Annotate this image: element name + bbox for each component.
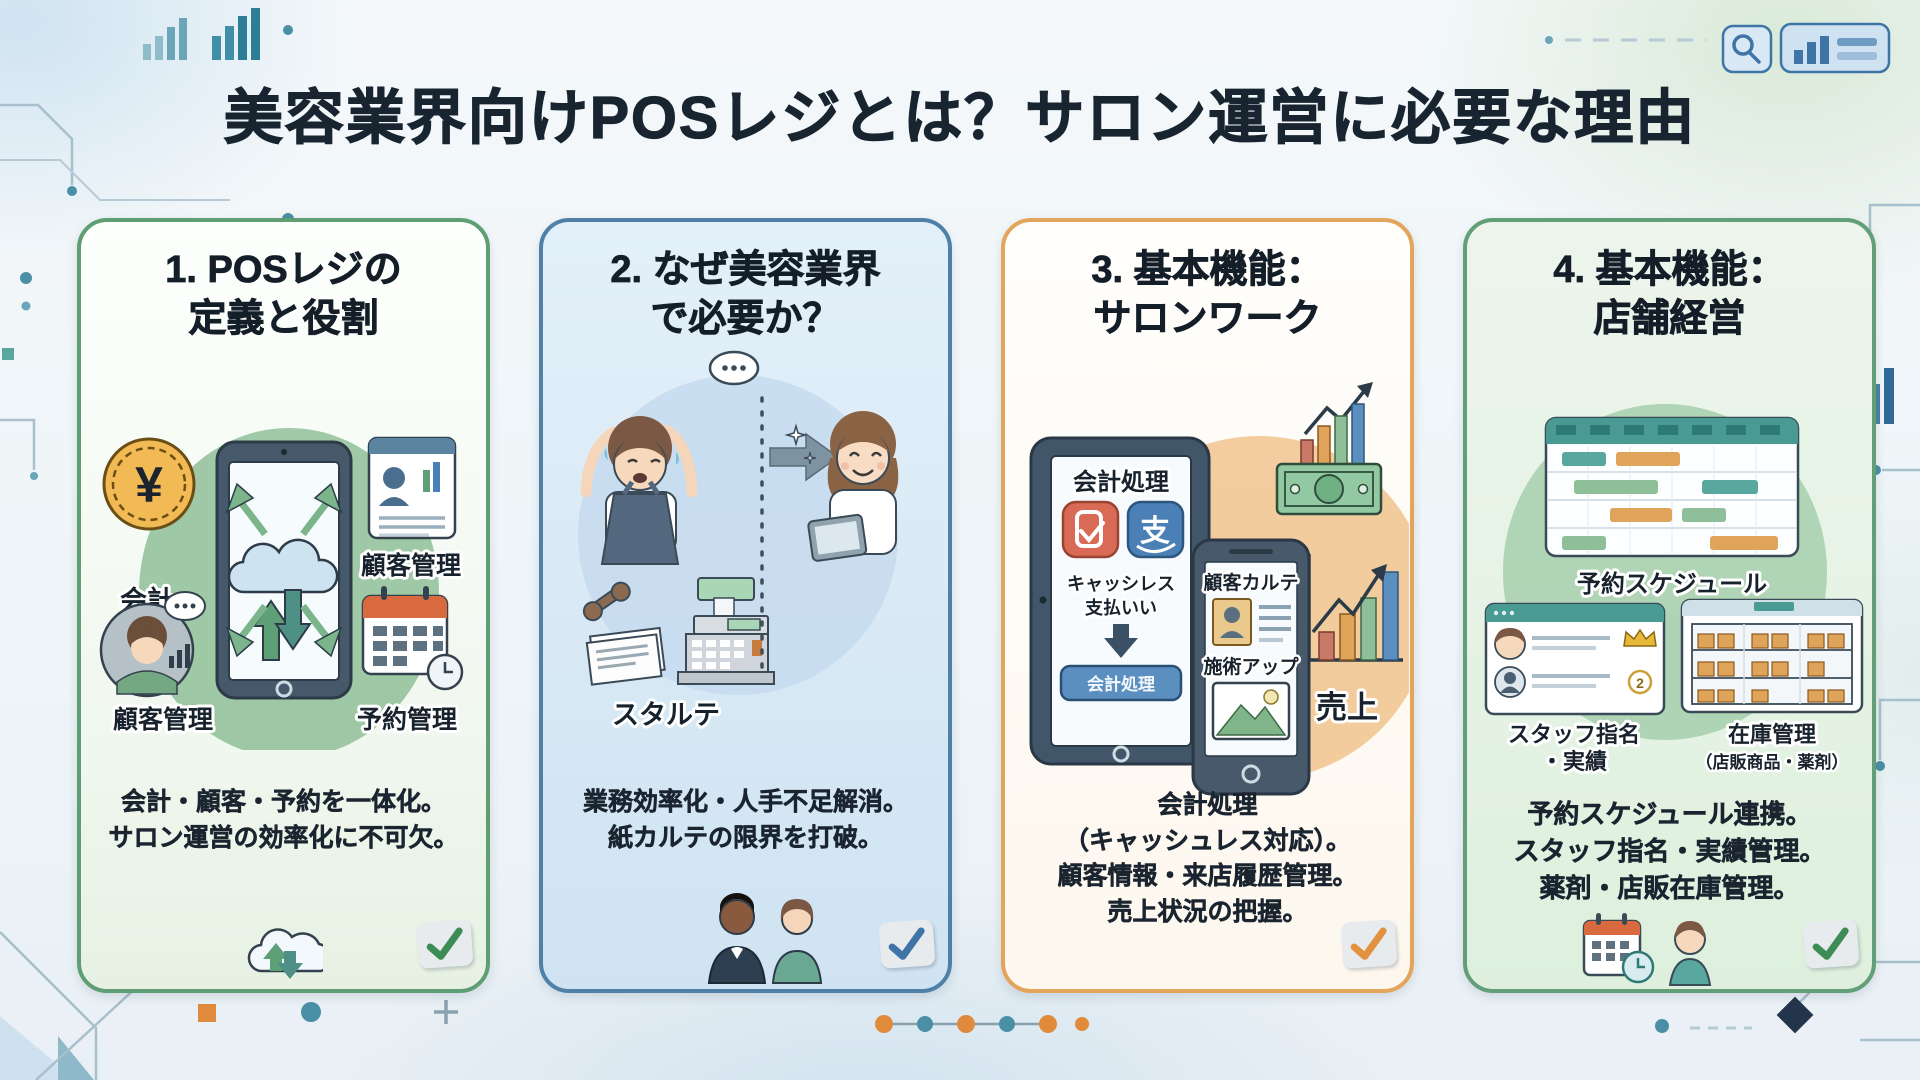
yen-symbol: ¥ — [135, 457, 163, 513]
customer-card-icon — [367, 436, 456, 540]
customer-avatar-label: 顧客管理 — [112, 705, 212, 734]
schedule-gantt-icon — [1544, 416, 1799, 558]
sales-chart-icon — [1302, 554, 1403, 662]
inventory-panel-icon — [1680, 598, 1863, 714]
staff-label: ・実績 — [1540, 749, 1606, 774]
reservation-calendar-icon — [361, 586, 463, 691]
customers-icon — [707, 893, 822, 984]
transition-arrow-icon — [768, 432, 839, 482]
check-icon — [1350, 927, 1387, 960]
cash-register-icon — [676, 577, 775, 685]
cashless-label: キャッシレス — [1067, 574, 1175, 594]
check-icon — [1812, 927, 1849, 960]
money-growth-icon — [1275, 382, 1382, 516]
card2-heading: 2. なぜ美容業界 で必要か？ — [610, 249, 881, 341]
down-arrow-icon — [1103, 624, 1138, 658]
card-basic-functions-management: 4. 基本機能： 店舗経営 予約スケジュール — [1463, 218, 1876, 993]
pos-tablet-cloud-icon — [215, 440, 352, 700]
yen-coin-icon: ¥ — [102, 437, 195, 531]
phone-receiver-icon — [582, 581, 631, 622]
progress-dots — [875, 1015, 1089, 1033]
svg-text:2: 2 — [1636, 675, 1644, 691]
paper-karte-label: スタルテ — [612, 700, 720, 730]
check-badge-orange — [1340, 919, 1398, 969]
check-badge-blue — [878, 919, 936, 969]
calendar-clock-staff-icon — [1583, 913, 1712, 986]
paper-karte-icon — [585, 626, 666, 686]
card3-description: 会計処理 （キャッシュレス対応）。 顧客情報・来店履歴管理。 売上状況の把握。 — [1057, 791, 1358, 926]
card3-illustration: 会計処理 支 キャッシレス 支払いい 会計処理 — [1029, 382, 1409, 796]
progress-dot — [1075, 1017, 1089, 1031]
card2-illustration: スタルテ — [577, 350, 898, 733]
phone-title-label: 顧客カルテ — [1203, 571, 1298, 594]
inventory-label: 在庫管理 — [1727, 722, 1815, 747]
phone-sub-label: 施術アップ — [1203, 655, 1299, 678]
check-icon — [426, 927, 463, 960]
page-title: 美容業界向けPOSレジとは？サロン運営に必要な理由 — [223, 84, 1697, 151]
check-badge-green — [416, 919, 474, 969]
schedule-label: 予約スケジュール — [1576, 570, 1766, 598]
staff-label: スタッフ指名 — [1507, 722, 1639, 747]
reservation-label: 予約管理 — [356, 705, 456, 734]
tablet-title-label: 会計処理 — [1073, 468, 1169, 496]
pay-app-icon — [1126, 500, 1184, 559]
crown-icon — [1622, 628, 1657, 647]
cloud-sync-icon — [247, 928, 323, 979]
sales-label: 売上 — [1316, 690, 1378, 725]
cashless-label: 支払いい — [1084, 597, 1157, 618]
customer-card-label: 顧客管理 — [360, 551, 460, 580]
progress-dot — [875, 1015, 893, 1033]
search-icon — [1721, 24, 1773, 74]
stats-icon — [1779, 22, 1891, 74]
progress-dot — [917, 1016, 933, 1032]
pos-tablet-icon: 会計処理 支 キャッシレス 支払いい 会計処理 — [1029, 436, 1210, 766]
check-icon — [888, 927, 925, 960]
card1-description: 会計・顧客・予約を一体化。 サロン運営の効率化に不可欠。 — [108, 788, 459, 853]
card-pos-definition: 1. POSレジの 定義と役割 — [77, 218, 490, 993]
cards-row: 1. POSレジの 定義と役割 — [77, 218, 1876, 993]
progress-dot — [999, 1016, 1015, 1032]
card3-heading: 3. 基本機能： サロンワーク — [1091, 249, 1324, 341]
svg-text:支: 支 — [1140, 515, 1170, 548]
card-why-beauty-industry: 2. なぜ美容業界 で必要か？ — [539, 218, 952, 993]
check-badge-green — [1802, 919, 1860, 969]
card2-description: 業務効率化・人手不足解消。 紙カルテの限界を打破。 — [582, 788, 909, 853]
happy-staff-tablet-icon — [783, 411, 898, 562]
inventory-label: （店販商品・薬剤） — [1695, 752, 1848, 772]
bar-chart-icon — [143, 8, 260, 60]
customer-avatar-icon — [99, 591, 206, 698]
pay-button — [1059, 664, 1182, 702]
card4-heading: 4. 基本機能： 店舗経営 — [1553, 249, 1786, 341]
card4-illustration: 予約スケジュール 2 — [1484, 404, 1863, 777]
svg-text:会計処理: 会計処理 — [1087, 674, 1155, 694]
card-basic-functions-salonwork: 3. 基本機能： サロンワーク 会計処理 支 キャッシレス 支払 — [1001, 218, 1414, 993]
staff-panel-icon: 2 — [1484, 602, 1665, 716]
stressed-staff-icon — [580, 350, 759, 565]
progress-dot — [1039, 1015, 1057, 1033]
rank-badge-icon — [1627, 669, 1652, 695]
progress-dot — [957, 1015, 975, 1033]
card1-illustration: ¥ 会計 顧客管理 — [99, 428, 464, 750]
card4-description: 予約スケジュール連携。 スタッフ指名・実績管理。 薬剤・店販在庫管理。 — [1513, 799, 1826, 903]
card1-heading: 1. POSレジの 定義と役割 — [165, 249, 402, 341]
customer-karte-phone-icon: 顧客カルテ 施術アップ — [1191, 538, 1310, 796]
